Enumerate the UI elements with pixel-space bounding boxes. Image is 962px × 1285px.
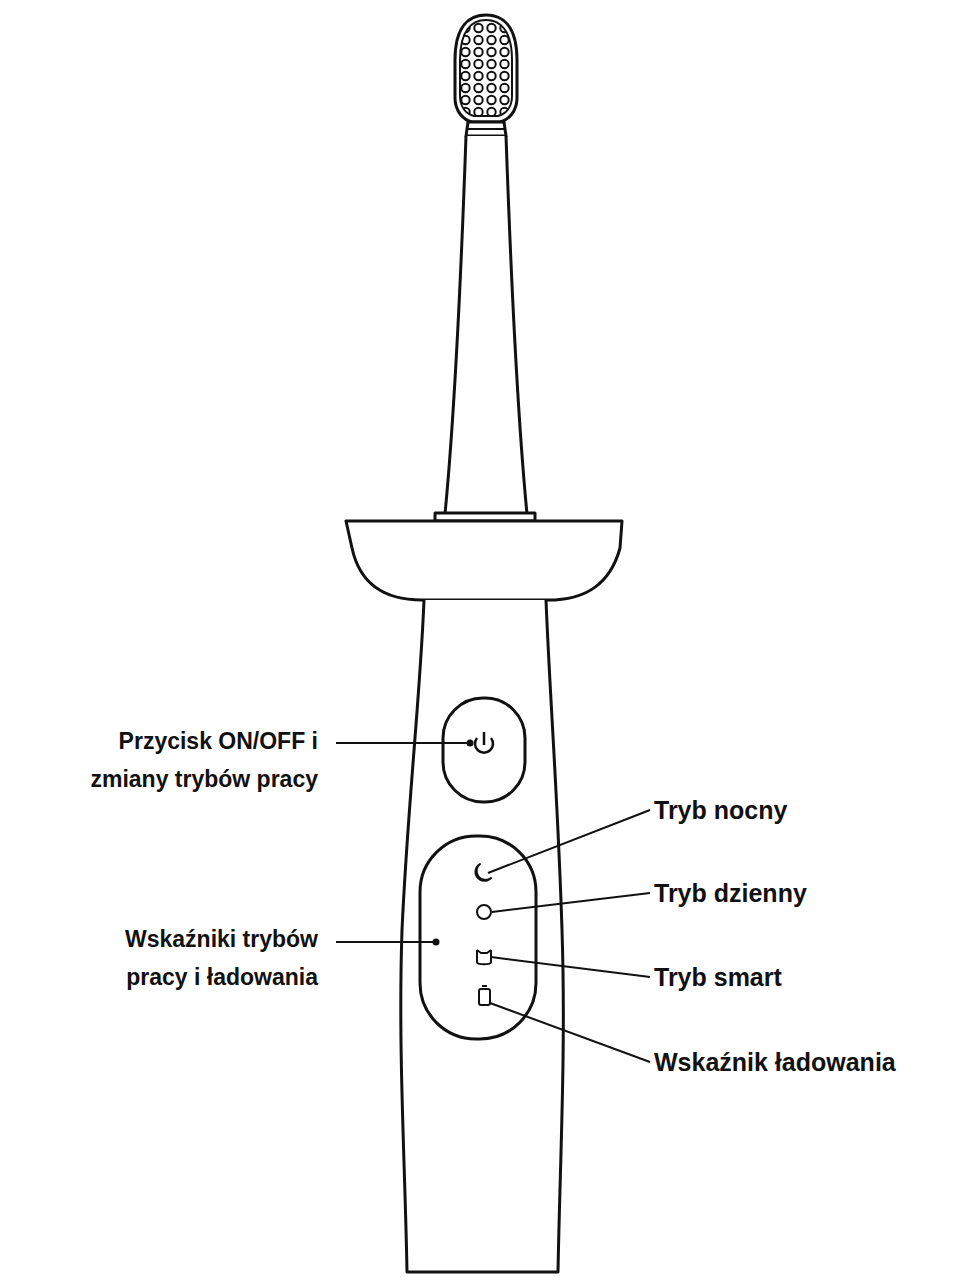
callout-label: Wskaźnik ładowania: [654, 1043, 896, 1081]
callout-label: Tryb smart: [654, 958, 782, 996]
callout-label: Wskaźniki trybów pracy i ładowania: [0, 920, 318, 996]
callout-label: Tryb nocny: [654, 791, 787, 829]
callout-label: Przycisk ON/OFF i zmiany trybów pracy: [0, 722, 318, 798]
callout-label: Tryb dzienny: [654, 874, 807, 912]
